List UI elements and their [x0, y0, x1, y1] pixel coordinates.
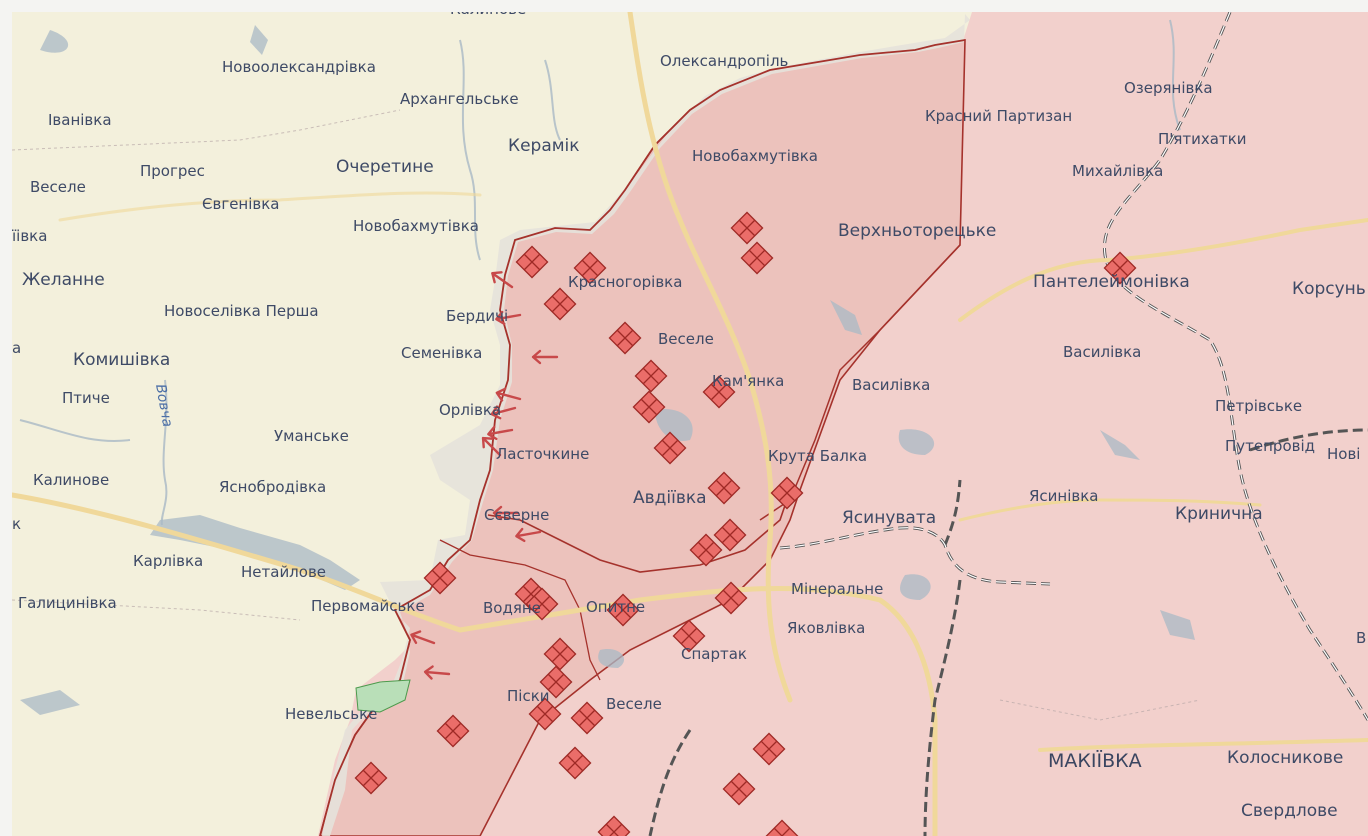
label-lastochkyne: Ласточкине [496, 445, 589, 463]
label-piatykhatky: П'ятихатки [1158, 130, 1247, 148]
label-b-edge: В [1356, 629, 1366, 647]
label-ozerianivka: Озерянівка [1124, 79, 1213, 97]
label-karlivka: Карлівка [133, 552, 203, 570]
label-spartak: Спартак [681, 645, 747, 663]
label-nevelske: Невельське [285, 705, 377, 723]
label-novi: Нові [1327, 445, 1360, 463]
label-vasylivka-east: Василівка [1063, 343, 1141, 361]
label-yasynuvata: Ясинувата [842, 508, 936, 528]
label-vasylivka-center: Василівка [852, 376, 930, 394]
label-arkhanhelske: Архангельське [400, 90, 519, 108]
label-mineralne: Мінеральне [791, 580, 883, 598]
label-novobakhmutivka-east: Новобахмутівка [692, 147, 818, 165]
label-berdychi: Бердичі [446, 307, 508, 325]
label-pisky: Піски [507, 687, 550, 705]
label-novoselivka-persha: Новоселівка Перша [164, 302, 319, 320]
label-vesele-west: Веселе [30, 178, 86, 196]
label-kalynove-top: Калинове [450, 0, 526, 18]
label-keramik: Керамік [508, 136, 580, 156]
label-komyshivka: Комишівка [73, 350, 170, 370]
label-ocheretyne: Очеретине [336, 157, 434, 177]
label-petrivske: Петрівське [1215, 397, 1302, 415]
label-halytsynivka: Галицинівка [18, 594, 117, 612]
label-yevhenivka: Євгенівка [202, 195, 280, 213]
label-zhelanne: Желанне [22, 270, 105, 290]
front-line [319, 39, 966, 836]
label-krasnohorivka: Красногорівка [568, 273, 682, 291]
label-yasynivka: Ясинівка [1029, 487, 1099, 505]
label-novobakhmutivka-west: Новобахмутівка [353, 217, 479, 235]
label-makiivka: МАКІЇВКА [1048, 749, 1142, 772]
label-krasnyi-partyzan: Красний Партизан [925, 107, 1072, 125]
label-k-edge: к [12, 515, 21, 533]
label-kalynove: Калинове [33, 471, 109, 489]
place-labels: Калинове Новоолександрівка Олександропіл… [11, 0, 1366, 821]
label-pervomaiske: Первомайське [311, 597, 425, 615]
label-vesele-south: Веселе [606, 695, 662, 713]
rivers [19, 19, 1181, 526]
label-prohres: Прогрес [140, 162, 205, 180]
label-ptyche: Птиче [62, 389, 110, 407]
label-mykhailivka: Михайлівка [1072, 162, 1163, 180]
label-yasnobrodivka: Яснобродівка [219, 478, 326, 496]
label-vesele-center: Веселе [658, 330, 714, 348]
boundaries [12, 109, 1201, 721]
label-ivka-edge: їівка [11, 227, 47, 245]
label-kruta-balka: Крута Балка [768, 447, 867, 465]
label-kolosnykove: Колосникове [1227, 748, 1343, 768]
label-avdiivka: Авдіївка [633, 488, 707, 508]
label-vodiane: Водяне [483, 599, 541, 617]
label-sverdlove: Свердлове [1241, 801, 1338, 821]
label-kamianka: Кам'янка [712, 372, 784, 390]
label-verkhnotoretske: Верхньоторецьке [838, 221, 996, 241]
label-semenivka: Семенівка [401, 344, 482, 362]
label-pantelemonivka: Пантелеймонівка [1033, 272, 1190, 292]
label-ivanivka: Іванівка [48, 111, 112, 129]
label-umanske: Уманське [274, 427, 349, 445]
label-opytne: Опитне [586, 598, 645, 616]
green-area [355, 679, 411, 713]
railways [648, 12, 1368, 836]
label-oleksandropil: Олександропіль [660, 52, 788, 70]
label-putepravid: Путепровід [1225, 437, 1315, 455]
label-netailove: Нетайлове [241, 563, 326, 581]
roads [12, 12, 1368, 836]
label-a-edge: а [12, 339, 21, 357]
label-syverne: Сєверне [484, 506, 549, 524]
label-krynychna: Криничнa [1175, 504, 1263, 524]
label-vovcha: Вовча [152, 383, 175, 428]
label-korsun: Корсунь [1292, 279, 1366, 299]
label-yakovlivka: Яковлівка [787, 619, 865, 637]
label-novooleksandrivka: Новоолександрівка [222, 58, 376, 76]
label-orlivka: Орлівка [439, 401, 501, 419]
pocket-line-south [439, 539, 601, 681]
